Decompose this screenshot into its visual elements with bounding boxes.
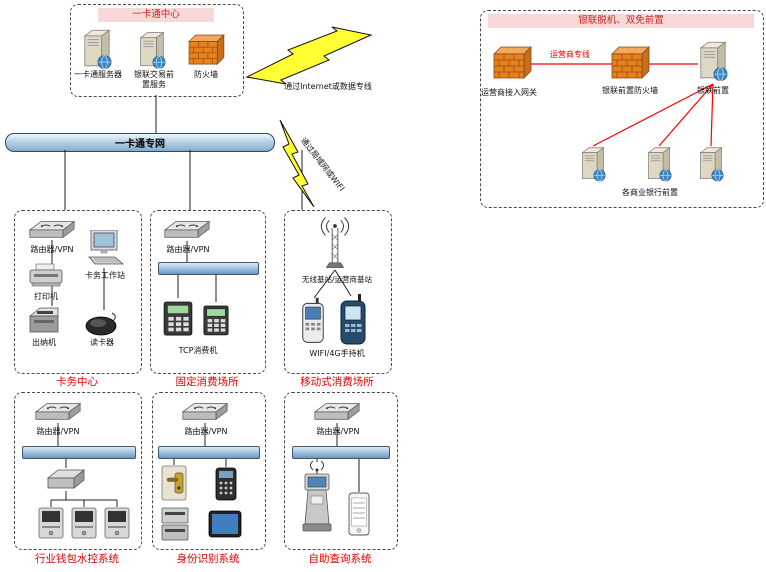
group-card-service	[14, 210, 142, 374]
cashier-machine-label: 出纳机	[32, 338, 56, 347]
fixed-pos-switch-bar	[158, 262, 259, 275]
printer-label: 打印机	[34, 292, 58, 301]
group-card-center-hq	[70, 4, 244, 97]
hq-firewall-icon	[186, 34, 226, 66]
unionpay-service-label: 银联交易前置服务	[134, 70, 174, 89]
water-valve-terminal-icon	[71, 507, 97, 539]
lightning-bolt-lan-wifi	[279, 119, 315, 208]
section-title-card-service: 卡务中心	[56, 376, 98, 388]
fixed-pos-router-icon	[163, 216, 211, 242]
lan-wifi-link-label: 通过局域网或WIFI	[298, 136, 347, 193]
wifi-handheld-label: WIFI/4G手持机	[309, 349, 365, 358]
query-switch-bar	[292, 446, 390, 459]
card-reader-icon	[84, 312, 118, 336]
section-title-mobile-pos: 移动式消费场所	[300, 376, 374, 388]
door-lock-icon	[160, 464, 188, 502]
printer-icon	[28, 262, 64, 288]
hq-firewall-label: 防火墙	[194, 70, 218, 79]
campus-network-pipe: 一卡通专网	[5, 133, 275, 152]
unionpay-front-server-label: 银联前置	[697, 86, 729, 95]
card-center-hq-title: 一卡通中心	[98, 8, 214, 22]
tcp-pos-label: TCP消费机	[178, 346, 218, 355]
cashier-machine-icon	[28, 306, 60, 336]
section-title-fixed-pos: 固定消费场所	[175, 376, 239, 388]
water-router-label: 路由器/VPN	[36, 427, 80, 436]
id-tablet-icon	[208, 510, 242, 538]
group-self-query	[284, 392, 398, 550]
bank-front-server-icon	[580, 146, 606, 182]
identity-router-icon	[181, 398, 229, 424]
water-valve-terminal-icon	[38, 507, 64, 539]
wifi-handheld-icon	[338, 294, 368, 346]
operator-gateway-label: 运营商接入网关	[481, 88, 537, 97]
base-station-antenna-icon	[318, 214, 352, 272]
unionpay-service-server-icon	[138, 30, 166, 70]
group-mobile-pos	[284, 210, 392, 374]
bank-front-server-icon	[646, 146, 672, 182]
unionpay-front-firewall-label: 银联前置防火墙	[602, 86, 658, 95]
water-router-icon	[34, 398, 82, 424]
card-center-router-label: 路由器/VPN	[30, 245, 74, 254]
water-switch-bar	[22, 446, 136, 459]
identity-router-label: 路由器/VPN	[184, 427, 228, 436]
wifi-handheld-icon	[300, 296, 326, 346]
query-router-label: 路由器/VPN	[316, 427, 360, 436]
workstation-icon	[84, 230, 126, 268]
water-controller-hub-icon	[46, 468, 86, 492]
card-server-label: 一卡通服务器	[74, 70, 122, 79]
bank-front-label: 各商业银行前置	[622, 188, 678, 197]
card-module-icon	[160, 506, 190, 542]
base-station-label: 无线基站/运营商基站	[301, 275, 373, 284]
tcp-pos-machine-icon	[162, 298, 194, 338]
unionpay-front-server-icon	[698, 40, 728, 82]
fixed-pos-router-label: 路由器/VPN	[166, 245, 210, 254]
mobile-phone-icon	[348, 492, 370, 536]
query-router-icon	[313, 398, 361, 424]
bank-front-server-icon	[698, 146, 724, 182]
card-server-icon	[82, 28, 112, 70]
group-water-control	[14, 392, 142, 550]
self-service-kiosk-icon	[300, 460, 334, 538]
section-title-identity: 身份识别系统	[176, 553, 240, 565]
unionpay-front-title: 银联脱机、双免前置	[488, 14, 754, 28]
workstation-label: 卡务工作站	[85, 271, 125, 280]
group-fixed-pos	[150, 210, 266, 374]
internet-link-label: 通过Internet或数据专线	[284, 82, 372, 91]
group-identity	[152, 392, 266, 550]
card-center-router-icon	[28, 216, 76, 242]
pipe-label: 一卡通专网	[115, 139, 165, 150]
operator-line-label: 运营商专线	[550, 50, 590, 59]
water-valve-terminal-icon	[104, 507, 130, 539]
access-keypad-icon	[214, 466, 238, 502]
card-reader-label: 读卡器	[90, 338, 114, 347]
operator-gateway-firewall-icon	[492, 46, 532, 80]
identity-switch-bar	[158, 446, 260, 459]
section-title-water-control: 行业钱包水控系统	[35, 553, 119, 565]
group-unionpay-front	[480, 10, 764, 208]
lightning-bolt-internet	[245, 26, 373, 85]
tcp-pos-machine-icon	[202, 302, 230, 338]
section-title-self-query: 自助查询系统	[308, 553, 372, 565]
unionpay-front-firewall-icon	[610, 46, 650, 80]
